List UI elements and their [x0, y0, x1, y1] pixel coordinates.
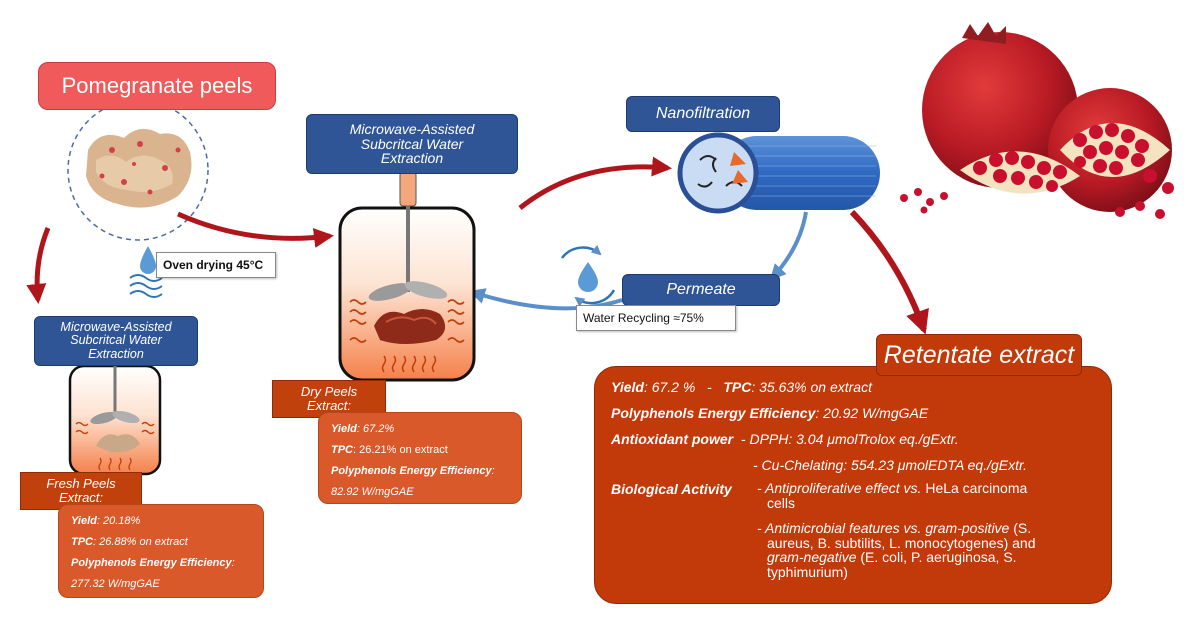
- mw-big-line1: Microwave-Assisted: [349, 120, 475, 137]
- recycling-icon: [560, 244, 616, 307]
- fresh-pee-value: 277.32 W/mgGAE: [71, 578, 160, 590]
- fresh-tpc-label: TPC: [71, 536, 93, 548]
- dry-pee-label: Polyphenols Energy Efficiency: [331, 465, 492, 477]
- dry-pee-value-row: 82.92 W/mgGAE: [331, 486, 509, 498]
- dry-yield-value: : 67.2%: [356, 423, 395, 435]
- ret-tpc-label: TPC: [723, 379, 752, 395]
- ret-cu-row: - Cu-Chelating: 554.23 μmolEDTA eq./gExt…: [753, 457, 1027, 473]
- mw-extraction-box-large: Microwave-Assisted Subcritcal Water Extr…: [306, 114, 518, 174]
- fresh-pee-row: Polyphenols Energy Efficiency:: [71, 557, 251, 569]
- dry-tag-line1: Dry Peels: [300, 384, 358, 400]
- pomegranate-image: [900, 22, 1174, 219]
- ret-yield-value: : 67.2 %: [643, 379, 696, 395]
- dry-tag-line2: Extract:: [306, 398, 352, 413]
- ret-antimicro-c: aureus, B. subtilits, L. monocytogenes) …: [767, 534, 1036, 551]
- nanofiltration-box: Nanofiltration: [626, 96, 780, 132]
- ret-separator: -: [706, 379, 712, 395]
- ret-antimicro: - Antimicrobial features vs. gram-positi…: [757, 521, 1097, 580]
- arrow-to-dry-extraction: [176, 211, 334, 248]
- permeate-text: Permeate: [666, 280, 736, 298]
- oven-drying-text: Oven drying 45°C: [163, 258, 264, 272]
- arrow-to-nanofiltration: [518, 156, 672, 210]
- dry-yield-row: Yield: 67.2%: [331, 423, 509, 435]
- ret-pee-label: Polyphenols Energy Efficiency: [611, 405, 816, 421]
- dry-pee-value: 82.92 W/mgGAE: [331, 486, 414, 498]
- mw-small-line2: Subcritcal Water: [70, 333, 162, 348]
- fresh-yield-value: : 20.18%: [96, 515, 141, 527]
- ret-pee-row: Polyphenols Energy Efficiency: 20.92 W/m…: [611, 405, 928, 421]
- retentate-info-box: Yield: 67.2 % - TPC: 35.63% on extract P…: [594, 366, 1112, 604]
- dry-peels-info-box: Yield: 67.2% TPC: 26.21% on extract Poly…: [318, 412, 522, 504]
- reactor-vessel-large: [338, 171, 476, 382]
- fresh-yield-label: Yield: [71, 515, 97, 527]
- mw-extraction-box-small: Microwave-Assisted Subcritcal Water Extr…: [34, 316, 198, 366]
- dry-pee-row: Polyphenols Energy Efficiency:: [331, 465, 509, 477]
- mw-small-line1: Microwave-Assisted: [60, 320, 172, 335]
- arrow-to-permeate: [769, 211, 808, 281]
- arrow-water-recycling: [468, 288, 623, 311]
- fresh-tag-line1: Fresh Peels: [46, 476, 116, 492]
- mw-big-line2: Subcritcal Water: [360, 135, 464, 152]
- ret-antiox-label: Antioxidant power: [611, 431, 734, 447]
- mw-small-line3: Extraction: [88, 346, 144, 361]
- retentate-title-box: Retentate extract: [876, 334, 1082, 376]
- ret-antiprolif-c: cells: [767, 494, 796, 511]
- dry-tpc-value: : 26.21% on extract: [353, 444, 448, 456]
- ret-antimicro-e: (E. coli, P. aeruginosa, S.: [860, 549, 1017, 566]
- ret-antiprolif-a: - Antiproliferative effect vs.: [757, 480, 926, 496]
- fresh-tpc-row: TPC: 26.88% on extract: [71, 536, 251, 548]
- ret-yield-label: Yield: [611, 379, 644, 395]
- water-drop-icon: [129, 246, 163, 298]
- oven-drying-label: Oven drying 45°C: [156, 252, 276, 278]
- ret-antimicro-b: (S.: [1013, 520, 1032, 536]
- fresh-tpc-value: : 26.88% on extract: [93, 536, 188, 548]
- fresh-pee-value-row: 277.32 W/mgGAE: [71, 578, 251, 590]
- peels-image: [67, 99, 209, 241]
- ret-antiprolif: - Antiproliferative effect vs. HeLa carc…: [757, 481, 1087, 510]
- fresh-pee-label: Polyphenols Energy Efficiency: [71, 557, 232, 569]
- ret-yield-row: Yield: 67.2 % - TPC: 35.63% on extract: [611, 379, 872, 395]
- ret-antimicro-f: typhimurium): [767, 564, 848, 581]
- dry-tpc-label: TPC: [331, 444, 353, 456]
- water-recycling-label: Water Recycling ≈75%: [576, 305, 736, 331]
- fresh-yield-row: Yield: 20.18%: [71, 515, 251, 527]
- fresh-peels-info-box: Yield: 20.18% TPC: 26.88% on extract Pol…: [58, 504, 264, 598]
- fresh-pee-colon: :: [231, 557, 235, 569]
- ret-tpc-value: : 35.63% on extract: [751, 379, 872, 395]
- ret-antimicro-a: - Antimicrobial features vs. gram-positi…: [757, 520, 1014, 536]
- pomegranate-peels-text: Pomegranate peels: [61, 73, 253, 98]
- nanofiltration-text: Nanofiltration: [655, 104, 751, 122]
- dry-pee-colon: :: [491, 465, 495, 477]
- retentate-title: Retentate extract: [883, 340, 1075, 369]
- nanofiltration-tube: [677, 132, 880, 214]
- arrow-to-retentate: [849, 209, 929, 335]
- dry-peels-tag: Dry Peels Extract:: [272, 380, 386, 418]
- reactor-vessel-small: [68, 364, 162, 476]
- mw-big-line3: Extraction: [380, 150, 444, 167]
- fresh-peels-tag: Fresh Peels Extract:: [20, 472, 142, 510]
- dry-tpc-row: TPC: 26.21% on extract: [331, 444, 509, 456]
- arrow-to-fresh-extraction: [26, 227, 51, 304]
- fresh-tag-line2: Extract:: [58, 490, 104, 505]
- permeate-box: Permeate: [622, 274, 780, 306]
- ret-pee-value: : 20.92 W/mgGAE: [815, 405, 929, 421]
- dry-yield-label: Yield: [331, 423, 357, 435]
- ret-antimicro-d: gram-negative: [767, 549, 861, 566]
- ret-bio-label: Biological Activity: [611, 481, 732, 497]
- ret-bio-label-row: Biological Activity: [611, 481, 732, 497]
- ret-antiox-row: Antioxidant power - DPPH: 3.04 μmolTrolo…: [611, 431, 959, 447]
- ret-cu: - Cu-Chelating: 554.23 μmolEDTA eq./gExt…: [753, 457, 1028, 473]
- ret-antiprolif-b: HeLa carcinoma: [925, 480, 1028, 496]
- ret-dpph: - DPPH: 3.04 μmolTrolox eq./gExtr.: [740, 431, 959, 447]
- pomegranate-peels-title: Pomegranate peels: [38, 62, 276, 110]
- water-recycling-text: Water Recycling ≈75%: [583, 311, 704, 325]
